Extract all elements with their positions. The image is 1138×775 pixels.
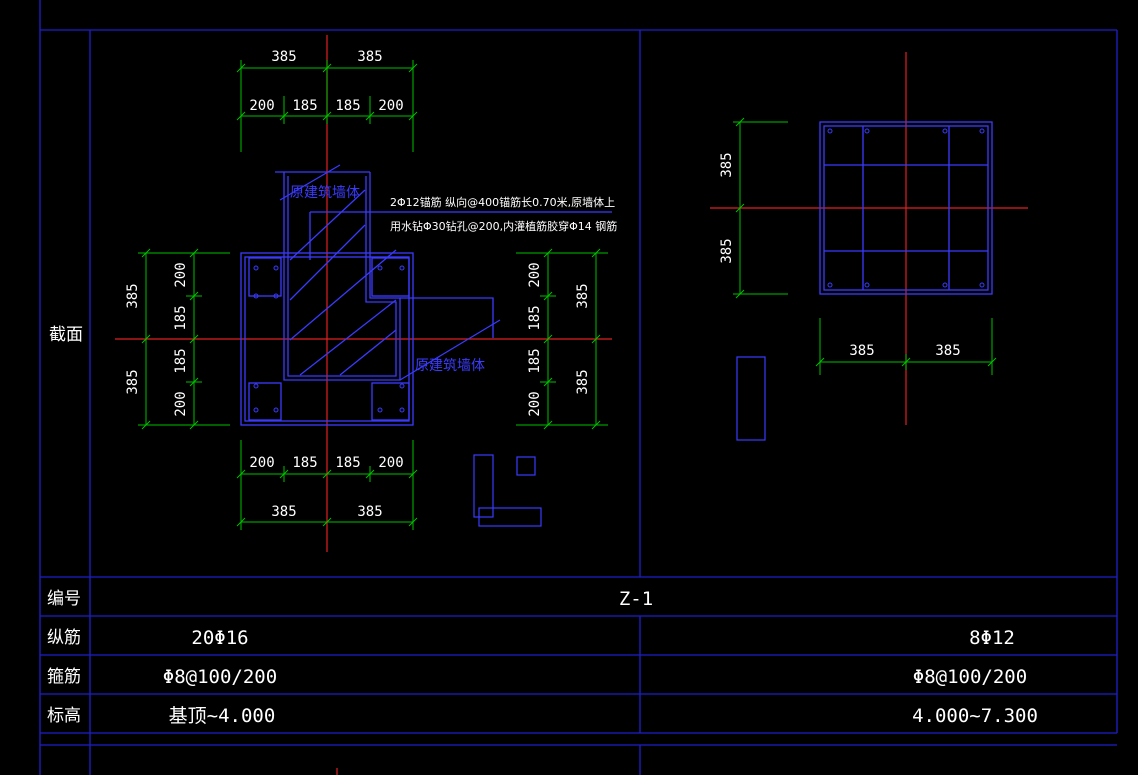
right-stirrup-value: Φ8@100/200 bbox=[913, 666, 1027, 688]
dim-top-part-1: 200 bbox=[249, 98, 274, 114]
dim-left-total-1: 385 bbox=[125, 283, 141, 308]
anchor-note-line1: 2Φ12锚筋 纵向@400锚筋长0.70米,原墙体上 bbox=[390, 195, 615, 209]
dim-bottom-part-2: 185 bbox=[292, 455, 317, 471]
dim-right-part-3: 185 bbox=[527, 348, 543, 373]
dim-right-part-2: 185 bbox=[527, 305, 543, 330]
right-dim-bottom-2: 385 bbox=[935, 343, 960, 359]
wall-label-right: 原建筑墙体 bbox=[415, 358, 485, 374]
dim-left-part-2: 185 bbox=[173, 305, 189, 330]
right-elevation-value: 4.000~7.300 bbox=[912, 705, 1038, 727]
right-bottom-dimension-lines bbox=[815, 318, 997, 375]
dim-right-total-2: 385 bbox=[575, 369, 591, 394]
table-grid bbox=[39, 0, 1118, 775]
left-column-outline bbox=[240, 164, 612, 426]
dim-left-part-1: 200 bbox=[173, 262, 189, 287]
column-id-value: Z-1 bbox=[619, 588, 653, 610]
dim-right-part-4: 200 bbox=[527, 391, 543, 416]
row-label-longitudinal: 纵筋 bbox=[47, 628, 81, 648]
dim-bottom-part-3: 185 bbox=[335, 455, 360, 471]
dim-bottom-part-4: 200 bbox=[378, 455, 403, 471]
small-detail-shapes bbox=[473, 454, 542, 527]
right-column-outline bbox=[819, 121, 993, 295]
bottom-dimension-lines bbox=[236, 440, 418, 530]
right-dim-bottom-1: 385 bbox=[849, 343, 874, 359]
left-rebar-points bbox=[253, 265, 405, 413]
dim-bottom-total-1: 385 bbox=[271, 504, 296, 520]
dim-left-total-2: 385 bbox=[125, 369, 141, 394]
dim-top-part-4: 200 bbox=[378, 98, 403, 114]
dim-top-part-2: 185 bbox=[292, 98, 317, 114]
row-label-stirrup: 箍筋 bbox=[47, 667, 81, 687]
right-small-detail-rect bbox=[736, 356, 766, 441]
dim-top-part-3: 185 bbox=[335, 98, 360, 114]
row-label-section: 截面 bbox=[49, 325, 83, 345]
right-rebar-points bbox=[827, 128, 985, 288]
top-dimension-lines bbox=[236, 60, 418, 152]
right-longitudinal-value: 8Φ12 bbox=[969, 627, 1015, 649]
dim-left-part-3: 185 bbox=[173, 348, 189, 373]
right-dim-left-2: 385 bbox=[719, 238, 735, 263]
left-elevation-value: 基顶~4.000 bbox=[169, 705, 276, 727]
anchor-note-line2: 用水钻Φ30钻孔@200,内灌植筋胶穿Φ14 钢筋 bbox=[390, 219, 617, 233]
left-stirrup-value: Φ8@100/200 bbox=[163, 666, 277, 688]
right-dim-left-1: 385 bbox=[719, 152, 735, 177]
dim-right-total-1: 385 bbox=[575, 283, 591, 308]
wall-label-top: 原建筑墙体 bbox=[290, 185, 360, 201]
row-label-elevation: 标高 bbox=[47, 706, 81, 726]
right-left-dimension-lines bbox=[733, 117, 788, 299]
row-label-id: 编号 bbox=[47, 589, 81, 609]
dim-bottom-part-1: 200 bbox=[249, 455, 274, 471]
left-longitudinal-value: 20Φ16 bbox=[191, 627, 248, 649]
dim-bottom-total-2: 385 bbox=[357, 504, 382, 520]
dim-left-part-4: 200 bbox=[173, 391, 189, 416]
right-dimension-lines bbox=[516, 248, 608, 430]
left-section-drawing: 385 385 200 185 185 200 200 185 185 200 … bbox=[115, 35, 617, 552]
dim-right-part-1: 200 bbox=[527, 262, 543, 287]
left-dimension-lines bbox=[138, 248, 230, 430]
dim-top-total-2: 385 bbox=[357, 49, 382, 65]
dim-top-total-1: 385 bbox=[271, 49, 296, 65]
right-section-drawing: 385 385 385 385 bbox=[710, 52, 1028, 441]
